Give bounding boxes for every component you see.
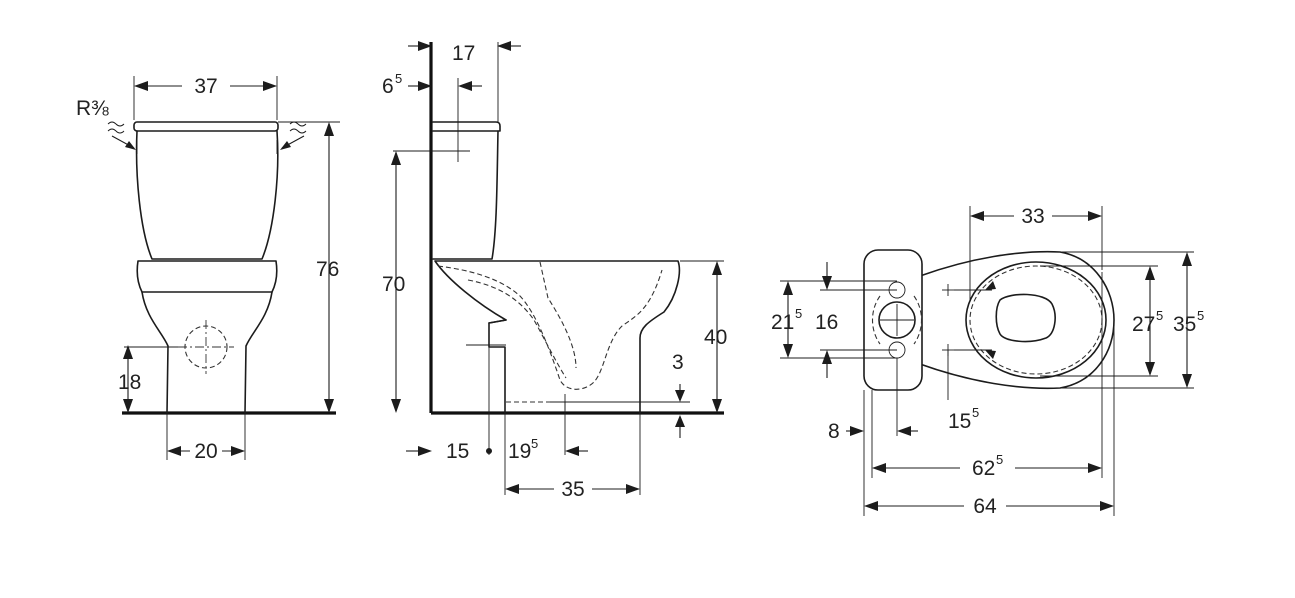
plan-fixing-depth-sup: 5 (972, 405, 979, 420)
plan-bowl-width-label: 27 (1132, 313, 1155, 336)
plan-bowl-outline (919, 250, 1115, 390)
plan-overall-width-label: 35 (1173, 313, 1196, 336)
plan-seat-width-label: 33 (1021, 205, 1044, 228)
front-thread-label: R⅜ (76, 97, 109, 120)
side-fixing-offset-sup: 5 (531, 436, 538, 451)
front-inlet-right-icon (289, 121, 307, 134)
plan-fixing-span-sup: 5 (795, 306, 802, 321)
front-cistern-lid (133, 121, 279, 132)
front-height-label: 76 (316, 258, 339, 281)
plan-bowl-length-label: 62 (972, 457, 995, 480)
plan-wall-gap-label: 8 (828, 420, 840, 443)
front-base-width-label: 20 (194, 440, 217, 463)
side-trapway (437, 261, 663, 403)
plan-seat (965, 261, 1107, 379)
side-drop-label: 3 (672, 351, 684, 374)
side-outlet-offset-label: 15 (446, 440, 469, 463)
plan-fixing-span-label: 21 (771, 311, 794, 334)
side-foot-length-label: 35 (561, 478, 584, 501)
plan-view: 33 21 5 16 27 5 35 5 (771, 205, 1204, 518)
side-bowl (434, 260, 681, 414)
plan-fixing-depth-label: 15 (948, 410, 971, 433)
front-width-label: 37 (194, 75, 217, 98)
side-cistern (432, 121, 501, 260)
front-outlet-height-label: 18 (118, 371, 141, 394)
plan-bowl-opening (995, 293, 1056, 343)
plan-bowl-width-sup: 5 (1156, 308, 1163, 323)
front-bowl-body (141, 291, 273, 414)
front-bowl-rim (136, 260, 278, 293)
side-view: 17 6 5 70 40 3 15 19 5 (382, 41, 727, 501)
side-fixing-offset-label: 19 (508, 440, 531, 463)
front-view: 37 R⅜ 76 18 20 (76, 75, 340, 463)
front-cistern-body (135, 130, 279, 260)
plan-bowl-length-sup: 5 (996, 452, 1003, 467)
side-bowl-height-label: 40 (704, 326, 727, 349)
side-inlet-offset-label: 17 (452, 42, 475, 65)
plan-overall-width-sup: 5 (1197, 308, 1204, 323)
side-wall-gap-sup: 5 (395, 71, 402, 86)
plan-overall-length-label: 64 (973, 495, 997, 518)
side-inlet-height-label: 70 (382, 273, 405, 296)
side-wall-gap-label: 6 (382, 75, 394, 98)
plan-hole-span-label: 16 (815, 311, 838, 334)
front-inlet-left-icon (107, 121, 125, 134)
plan-outlet (878, 301, 916, 339)
